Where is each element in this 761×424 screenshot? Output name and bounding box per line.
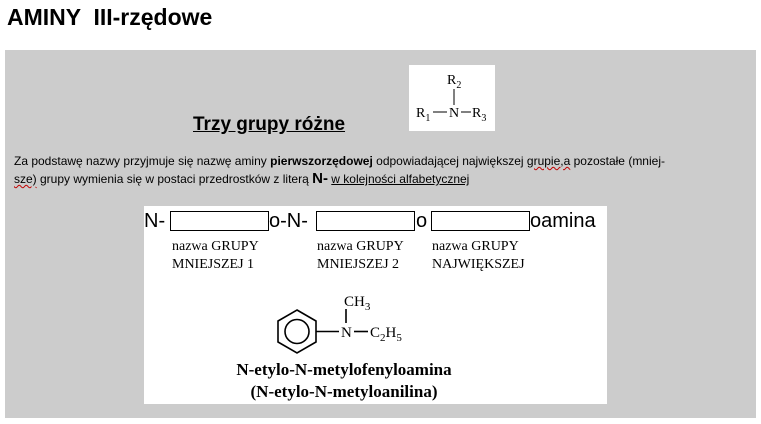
r1-label: R1 xyxy=(416,106,430,124)
n-label: N xyxy=(449,106,459,121)
blank-group-2 xyxy=(316,211,415,231)
para-bold-term: pierwszorzędowej xyxy=(270,154,373,168)
tertiary-amine-structure: R2 R1 N R3 xyxy=(416,73,486,124)
c2h5-label: C2H5 xyxy=(370,325,402,344)
r3-label: R3 xyxy=(472,106,486,124)
example-molecule: CH3 N C2H5 xyxy=(277,294,402,354)
para-underlined: w kolejności alfabetycznej xyxy=(331,172,470,186)
para-text-3: pozostałe (mniej- xyxy=(570,154,665,168)
ch3-label: CH3 xyxy=(344,294,371,313)
example-alt-name: (N-etylo-N-metyloanilina) xyxy=(250,382,438,401)
blank-group-3 xyxy=(431,211,530,231)
group-label-3: nazwa GRUPY NAJWIĘKSZEJ xyxy=(432,239,525,272)
scheme-prefix: N- xyxy=(144,210,166,232)
general-structure: R2 R1 N R3 xyxy=(409,65,495,131)
para-text-1: Za podstawę nazwy przyjmuje się nazwę am… xyxy=(14,154,271,168)
page-title: AMINY III-rzędowe xyxy=(7,4,213,30)
naming-scheme: N- o-N- o oamina nazwa GRUPY MNIEJSZEJ 1… xyxy=(144,206,607,404)
example-name: N-etylo-N-metylofenyloamina xyxy=(236,360,452,379)
para-text-2: odpowiadającej największej xyxy=(372,154,527,168)
group-label-2: nazwa GRUPY MNIEJSZEJ 2 xyxy=(317,239,404,272)
scheme-suffix: oamina xyxy=(530,210,596,232)
scheme-mid-1: o-N- xyxy=(269,210,308,232)
rule-paragraph: Za podstawę nazwy przyjmuje się nazwę am… xyxy=(14,152,749,188)
section-subtitle: Trzy grupy różne xyxy=(193,114,346,135)
para-n-prefix: N- xyxy=(312,170,328,187)
r2-label: R2 xyxy=(447,73,461,91)
scheme-mid-2: o xyxy=(416,210,428,232)
benzene-ring xyxy=(277,309,317,354)
para-spellcheck-word-2: sze) xyxy=(14,172,37,186)
n-atom-label: N xyxy=(341,325,352,341)
group-label-1: nazwa GRUPY MNIEJSZEJ 1 xyxy=(172,239,259,272)
para-spellcheck-word: grupie,a xyxy=(526,154,571,168)
aromatic-circle xyxy=(284,318,310,345)
para-text-4: grupy wymienia się w postaci przedrostkó… xyxy=(36,172,313,186)
blank-group-1 xyxy=(170,211,269,231)
